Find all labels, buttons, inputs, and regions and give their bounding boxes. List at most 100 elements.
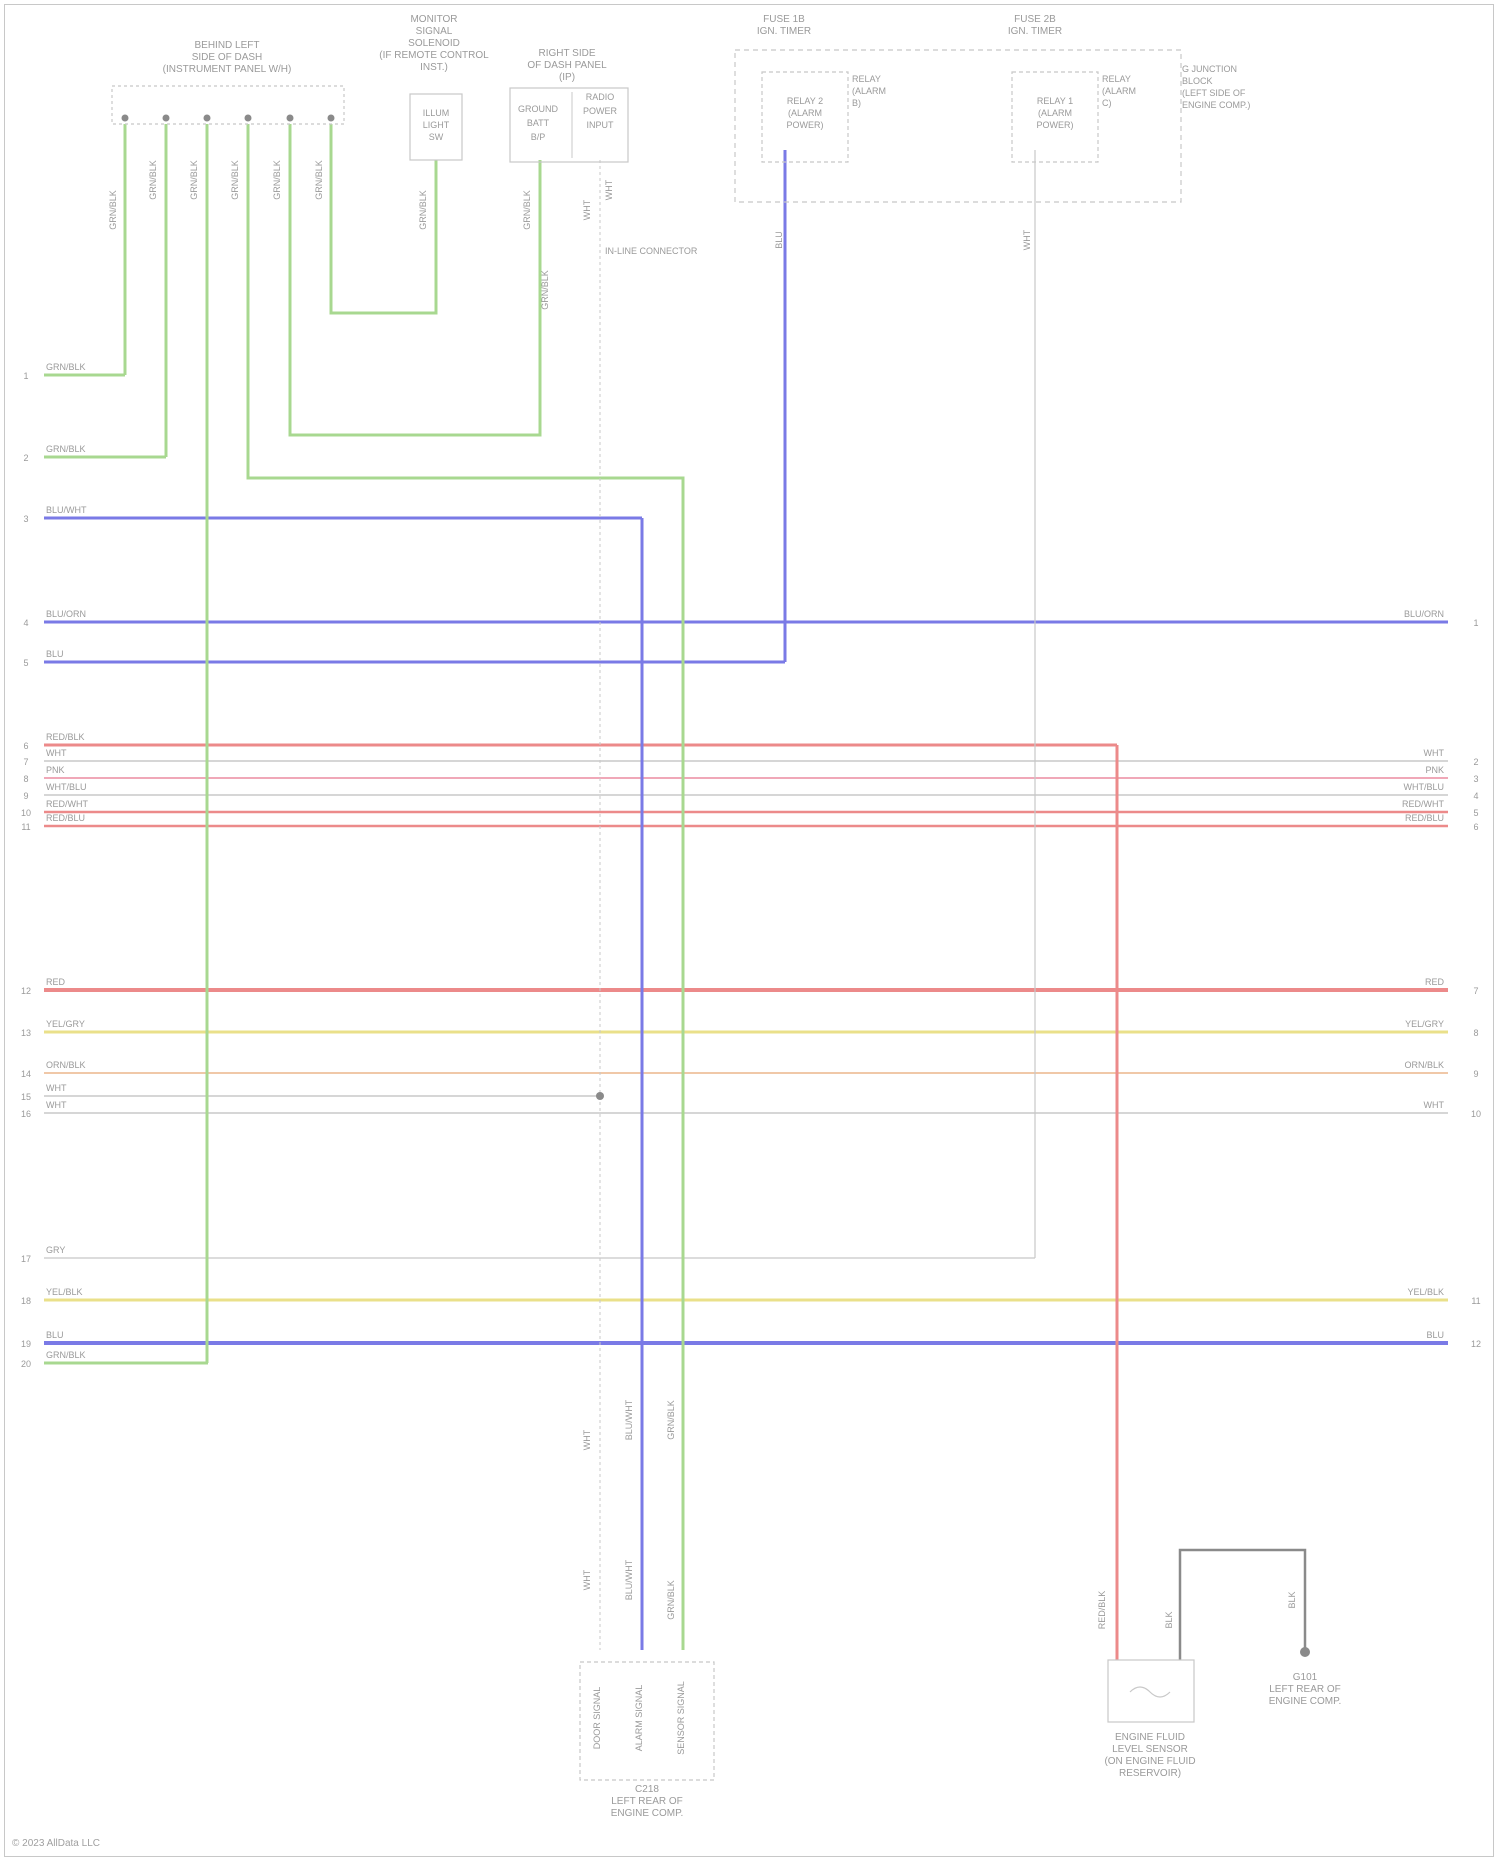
wire-label-right: ORN/BLK (1404, 1060, 1444, 1070)
right-pin-number: 10 (1471, 1109, 1481, 1119)
vertical-wire (248, 124, 683, 1650)
bottom-module-title: ENGINE COMP. (611, 1808, 684, 1819)
left-pin-number: 20 (21, 1359, 31, 1369)
right-pin-number: 5 (1473, 808, 1478, 818)
left-pin-number: 19 (21, 1339, 31, 1349)
wire-label-left: RED/BLU (46, 813, 85, 823)
fluid-level-sensor (1108, 1660, 1194, 1722)
relay-a-side: (ALARM (852, 86, 886, 96)
vertical-wire-label: GRN/BLK (108, 190, 118, 230)
fuse-box-title: (IP) (559, 72, 575, 83)
left-pin-number: 9 (23, 791, 28, 801)
junction-label: ENGINE COMP.) (1182, 100, 1250, 110)
relay-a-title: FUSE 1B (763, 14, 805, 25)
top-left-connector (112, 86, 344, 124)
vertical-wire-label: WHT (604, 179, 614, 200)
wire-label-left: BLU/WHT (46, 505, 87, 515)
switch-pin-label: LIGHT (423, 120, 450, 130)
wire-label-right: WHT (1424, 1100, 1445, 1110)
relay-a-label: RELAY 2 (787, 96, 823, 106)
bottom-wire-label: WHT (582, 1429, 592, 1450)
wire-label-right: BLU (1426, 1330, 1444, 1340)
wire-label-right: PNK (1425, 765, 1444, 775)
connector-pin (245, 115, 252, 122)
vertical-wire-label: GRN/BLK (540, 270, 550, 310)
wire-label-right: RED (1425, 977, 1445, 987)
bottom-wire-label: BLU/WHT (624, 1399, 634, 1440)
fuse-pin-label: POWER (583, 106, 618, 116)
sensor-symbol (1130, 1687, 1170, 1697)
left-pin-number: 14 (21, 1069, 31, 1079)
switch-pin-label: ILLUM (423, 108, 450, 118)
junction-label: G JUNCTION (1182, 64, 1237, 74)
bottom-wire-label: RED/BLK (1097, 1591, 1107, 1630)
relay-b-title: FUSE 2B (1014, 14, 1056, 25)
vertical-wire-label: BLU (774, 231, 784, 249)
left-pin-number: 13 (21, 1028, 31, 1038)
fuse-pin-label: B/P (531, 132, 546, 142)
fuse-box-title: OF DASH PANEL (527, 60, 607, 71)
fuse-pin-label: BATT (527, 118, 550, 128)
left-pin-number: 7 (23, 757, 28, 767)
wire-label-left: GRN/BLK (46, 362, 86, 372)
right-pin-number: 8 (1473, 1028, 1478, 1038)
connector-pin (287, 115, 294, 122)
relay-a-title: IGN. TIMER (757, 26, 811, 37)
left-pin-number: 17 (21, 1254, 31, 1264)
bottom-wire-label: BLU/WHT (624, 1559, 634, 1600)
module-pin-label: ALARM SIGNAL (634, 1685, 644, 1752)
sensor-title: RESERVOIR) (1119, 1768, 1181, 1779)
relay-a-label: POWER) (787, 120, 824, 130)
left-pin-number: 1 (23, 371, 28, 381)
sensor-title: ENGINE FLUID (1115, 1732, 1185, 1743)
right-pin-number: 12 (1471, 1339, 1481, 1349)
wire-label-left: BLU (46, 649, 64, 659)
connector-pin (204, 115, 211, 122)
ground-title: ENGINE COMP. (1269, 1696, 1342, 1707)
fuse-pin-label: GROUND (518, 104, 558, 114)
switch-title: INST.) (420, 62, 448, 73)
junction-label: (LEFT SIDE OF (1182, 88, 1246, 98)
relay-b-label: RELAY 1 (1037, 96, 1073, 106)
bottom-module-title: LEFT REAR OF (611, 1796, 683, 1807)
bottom-module-title: C218 (635, 1784, 659, 1795)
ground-dot (1300, 1647, 1310, 1657)
wire-label-left: BLU/ORN (46, 609, 86, 619)
wire-label-left: GRN/BLK (46, 1350, 86, 1360)
vertical-wire-label: WHT (1022, 229, 1032, 250)
junction-label: BLOCK (1182, 76, 1213, 86)
right-pin-number: 3 (1473, 774, 1478, 784)
left-pin-number: 10 (21, 808, 31, 818)
left-pin-number: 8 (23, 774, 28, 784)
switch-title: MONITOR (410, 14, 457, 25)
wire-label-left: RED/BLK (46, 732, 85, 742)
wire-label-right: RED/BLU (1405, 813, 1444, 823)
connector-pin (328, 115, 335, 122)
switch-title: SOLENOID (408, 38, 460, 49)
left-pin-number: 4 (23, 618, 28, 628)
wire-label-left: WHT (46, 1100, 67, 1110)
wire-label-left: WHT (46, 748, 67, 758)
left-pin-number: 2 (23, 453, 28, 463)
relay-b-label: POWER) (1037, 120, 1074, 130)
module-pin-label: SENSOR SIGNAL (676, 1681, 686, 1755)
vertical-wire-label: GRN/BLK (230, 160, 240, 200)
bottom-wire-label: GRN/BLK (666, 1400, 676, 1440)
relay-b-side: C) (1102, 98, 1112, 108)
left-pin-number: 3 (23, 514, 28, 524)
wire-label-left: GRN/BLK (46, 444, 86, 454)
left-pin-number: 15 (21, 1092, 31, 1102)
vertical-wire-label: GRN/BLK (314, 160, 324, 200)
vertical-wire-label: GRN/BLK (189, 160, 199, 200)
connector-title: (INSTRUMENT PANEL W/H) (163, 64, 292, 75)
wire-label-left: WHT (46, 1083, 67, 1093)
right-pin-number: 1 (1473, 618, 1478, 628)
wire-label-left: PNK (46, 765, 65, 775)
wire-label-right: YEL/BLK (1407, 1287, 1444, 1297)
switch-title: SIGNAL (416, 26, 453, 37)
bottom-wire-label: BLK (1287, 1591, 1297, 1608)
relay-a-side: B) (852, 98, 861, 108)
fuse-box-title: RIGHT SIDE (538, 48, 595, 59)
connector-pin (122, 115, 129, 122)
